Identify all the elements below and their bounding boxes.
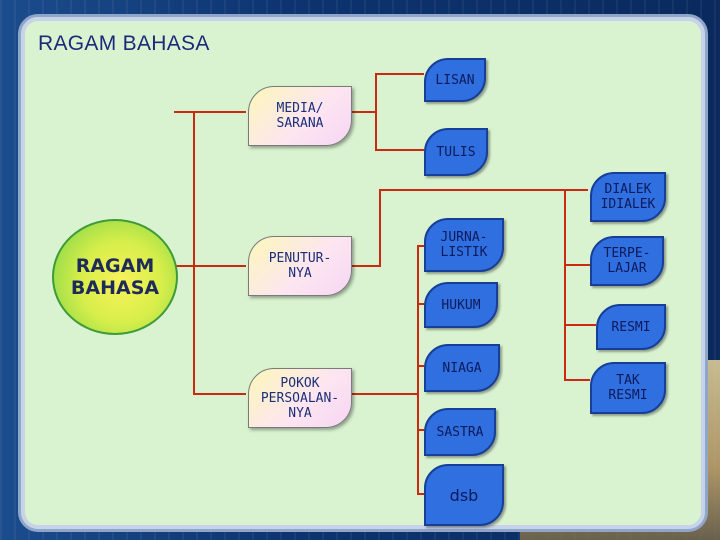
node-media-sarana: MEDIA/ SARANA <box>248 86 352 146</box>
node-hukum: HUKUM <box>424 282 498 328</box>
connector-media-tulis <box>375 112 424 151</box>
node-tak-resmi: TAK RESMI <box>590 362 666 414</box>
connector-penutur-terpelajar <box>564 190 590 266</box>
connector-pokok-jurnalistik <box>352 245 424 395</box>
connector-center-media <box>174 111 246 395</box>
connector-pokok-sastra <box>417 394 424 431</box>
node-niaga: NIAGA <box>424 344 500 392</box>
node-lisan: LISAN <box>424 58 486 102</box>
center-node: RAGAM BAHASA <box>52 219 178 335</box>
node-jurnalistik: JURNA- LISTIK <box>424 218 504 272</box>
node-penuturnya: PENUTUR- NYA <box>248 236 352 296</box>
connector-penutur-takresmi <box>564 325 590 381</box>
connector-media-lisan <box>352 73 424 113</box>
node-tulis: TULIS <box>424 128 488 176</box>
node-dialek-idialek: DIALEK IDIALEK <box>590 172 666 222</box>
connector-pokok-dsb <box>417 430 424 495</box>
node-terpelajar: TERPE- LAJAR <box>590 236 664 286</box>
node-resmi: RESMI <box>596 304 666 350</box>
node-sastra: SASTRA <box>424 408 496 456</box>
node-dsb: dsb <box>424 464 504 526</box>
node-pokok-persoalannya: POKOK PERSOALAN- NYA <box>248 368 352 428</box>
slide-title: RAGAM BAHASA <box>38 32 210 55</box>
connector-penutur-group <box>352 189 588 267</box>
